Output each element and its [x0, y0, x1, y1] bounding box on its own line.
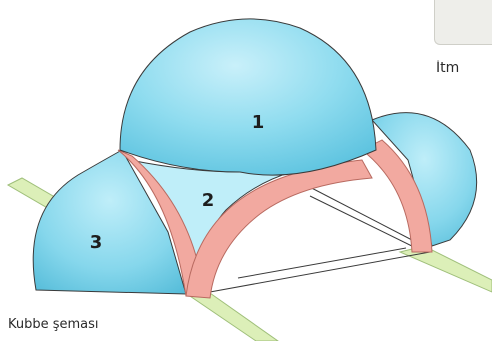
dome-label-2: 2 — [202, 190, 215, 211]
dome-label-3: 3 — [90, 232, 103, 253]
main-dome — [120, 19, 376, 175]
base-strip-right — [400, 246, 492, 292]
dome-label-1: 1 — [252, 112, 265, 133]
diagram-caption: Kubbe şeması — [8, 317, 99, 332]
